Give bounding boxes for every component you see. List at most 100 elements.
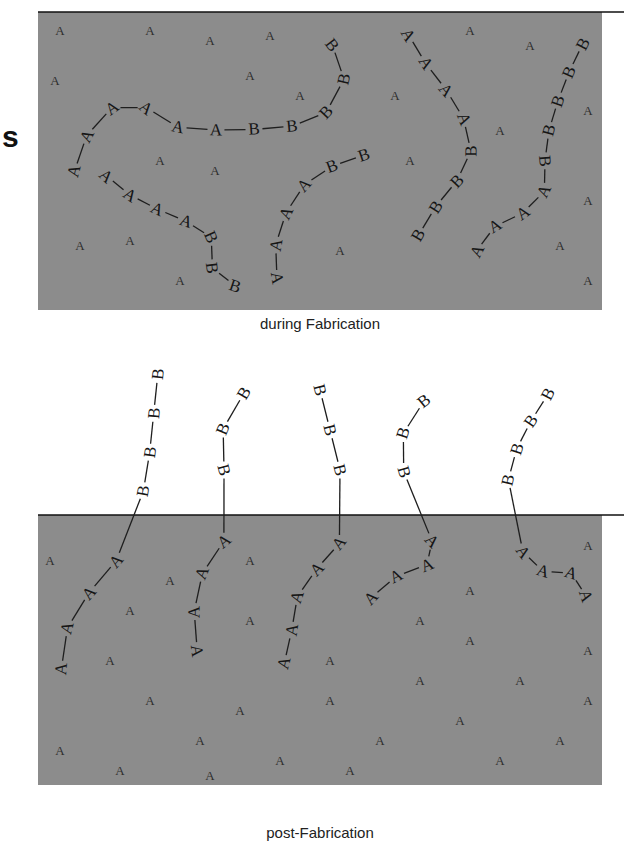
chain-bond: [377, 582, 389, 592]
monomer-letter: B: [234, 384, 254, 402]
monomer-letter: A: [210, 121, 223, 138]
chain-bond: [302, 576, 312, 590]
monomer-letter: A: [145, 694, 154, 707]
monomer-letter: B: [394, 425, 414, 441]
monomer-letter: A: [525, 39, 534, 52]
chain-bond: [423, 214, 432, 228]
chain-bond: [408, 408, 420, 426]
monomer-letter: B: [499, 472, 518, 487]
monomer-letter: A: [165, 574, 174, 587]
chain-bond: [502, 217, 515, 223]
monomer-letter: A: [415, 674, 424, 687]
monomer-letter: B: [203, 261, 221, 274]
monomer-letter: A: [235, 704, 244, 717]
chain-bond: [413, 42, 422, 56]
chain-bond: [551, 109, 555, 122]
chain-bond: [339, 479, 341, 535]
monomer-letter: A: [495, 124, 504, 137]
chain-bond: [196, 582, 201, 603]
monomer-letter: B: [521, 411, 541, 430]
matrix-region: [38, 12, 602, 310]
chain-bond: [335, 53, 341, 71]
monomer-letter: A: [325, 694, 334, 707]
monomer-letter: A: [125, 604, 134, 617]
chain-bond: [300, 116, 319, 124]
chain-bond: [193, 226, 204, 233]
chain-bond: [77, 144, 84, 164]
monomer-letter: A: [455, 714, 464, 727]
monomer-letter: B: [462, 145, 479, 156]
chain-bond: [72, 600, 85, 621]
monomer-letter: A: [345, 764, 354, 777]
monomer-letter: A: [275, 754, 284, 767]
monomer-letter: B: [214, 462, 233, 477]
monomer-letter: A: [186, 605, 203, 617]
monomer-letter: A: [266, 237, 285, 252]
chain-bond: [120, 107, 137, 108]
chain-bond: [546, 139, 548, 153]
monomer-letter: B: [134, 484, 153, 498]
chain-bond: [529, 558, 537, 566]
chain-bond: [561, 80, 566, 93]
monomer-letter: A: [45, 554, 54, 567]
monomer-letter: A: [265, 29, 274, 42]
monomer-letter: A: [52, 662, 70, 676]
monomer-letter: A: [583, 644, 592, 657]
monomer-letter: A: [465, 24, 474, 37]
chain-bond: [441, 187, 451, 200]
monomer-letter: B: [394, 464, 413, 480]
chain-bond: [576, 580, 582, 589]
monomer-letter: A: [245, 69, 254, 82]
monomer-letter: B: [213, 420, 233, 437]
monomer-letter: B: [310, 382, 329, 397]
chain-bond: [293, 605, 296, 622]
monomer-letter: A: [495, 754, 504, 767]
monomer-letter: A: [245, 614, 254, 627]
monomer-letter: A: [155, 154, 164, 167]
monomer-letter: B: [149, 368, 167, 381]
chain-bond: [153, 112, 170, 123]
chain-bond: [311, 171, 325, 180]
chain-bond: [262, 127, 283, 129]
monomer-letter: B: [248, 121, 260, 139]
chain-bond: [511, 457, 515, 471]
panel-caption: during Fabrication: [260, 316, 380, 331]
chain-bond: [92, 114, 106, 129]
chain-bond: [119, 499, 140, 553]
monomer-letter: A: [55, 744, 64, 757]
monomer-letter: B: [538, 385, 558, 403]
monomer-letter: A: [282, 623, 301, 638]
monomer-letter: B: [330, 462, 349, 477]
chain-bond: [195, 620, 197, 642]
monomer-letter: A: [105, 654, 114, 667]
chain-bond: [322, 550, 333, 563]
monomer-letter: A: [335, 244, 344, 257]
chain-bond: [223, 438, 225, 462]
monomer-letter: A: [583, 194, 592, 207]
chain-bond: [482, 233, 490, 244]
monomer-letter: A: [325, 654, 334, 667]
matrix-region: [38, 515, 602, 785]
chain-bond: [322, 398, 328, 422]
monomer-letter: A: [390, 89, 399, 102]
chain-bond: [219, 273, 228, 280]
chain-bond: [544, 169, 546, 183]
chain-bond: [113, 181, 124, 190]
chain-bond: [224, 129, 245, 131]
monomer-letter: A: [50, 74, 59, 87]
chain-bond: [151, 422, 153, 444]
chain-bond: [403, 442, 404, 463]
monomer-letter: A: [583, 539, 592, 552]
chain-bond: [95, 567, 111, 586]
monomer-letter: A: [145, 24, 154, 37]
chain-bond: [529, 197, 539, 207]
chain-bond: [536, 401, 544, 413]
monomer-letter: A: [75, 239, 84, 252]
chain-bond: [461, 159, 468, 173]
surface-line: [38, 514, 624, 516]
section-mark: s: [2, 122, 19, 152]
monomer-letter: B: [414, 391, 434, 411]
monomer-letter: B: [536, 154, 554, 167]
monomer-letter: A: [555, 239, 564, 252]
